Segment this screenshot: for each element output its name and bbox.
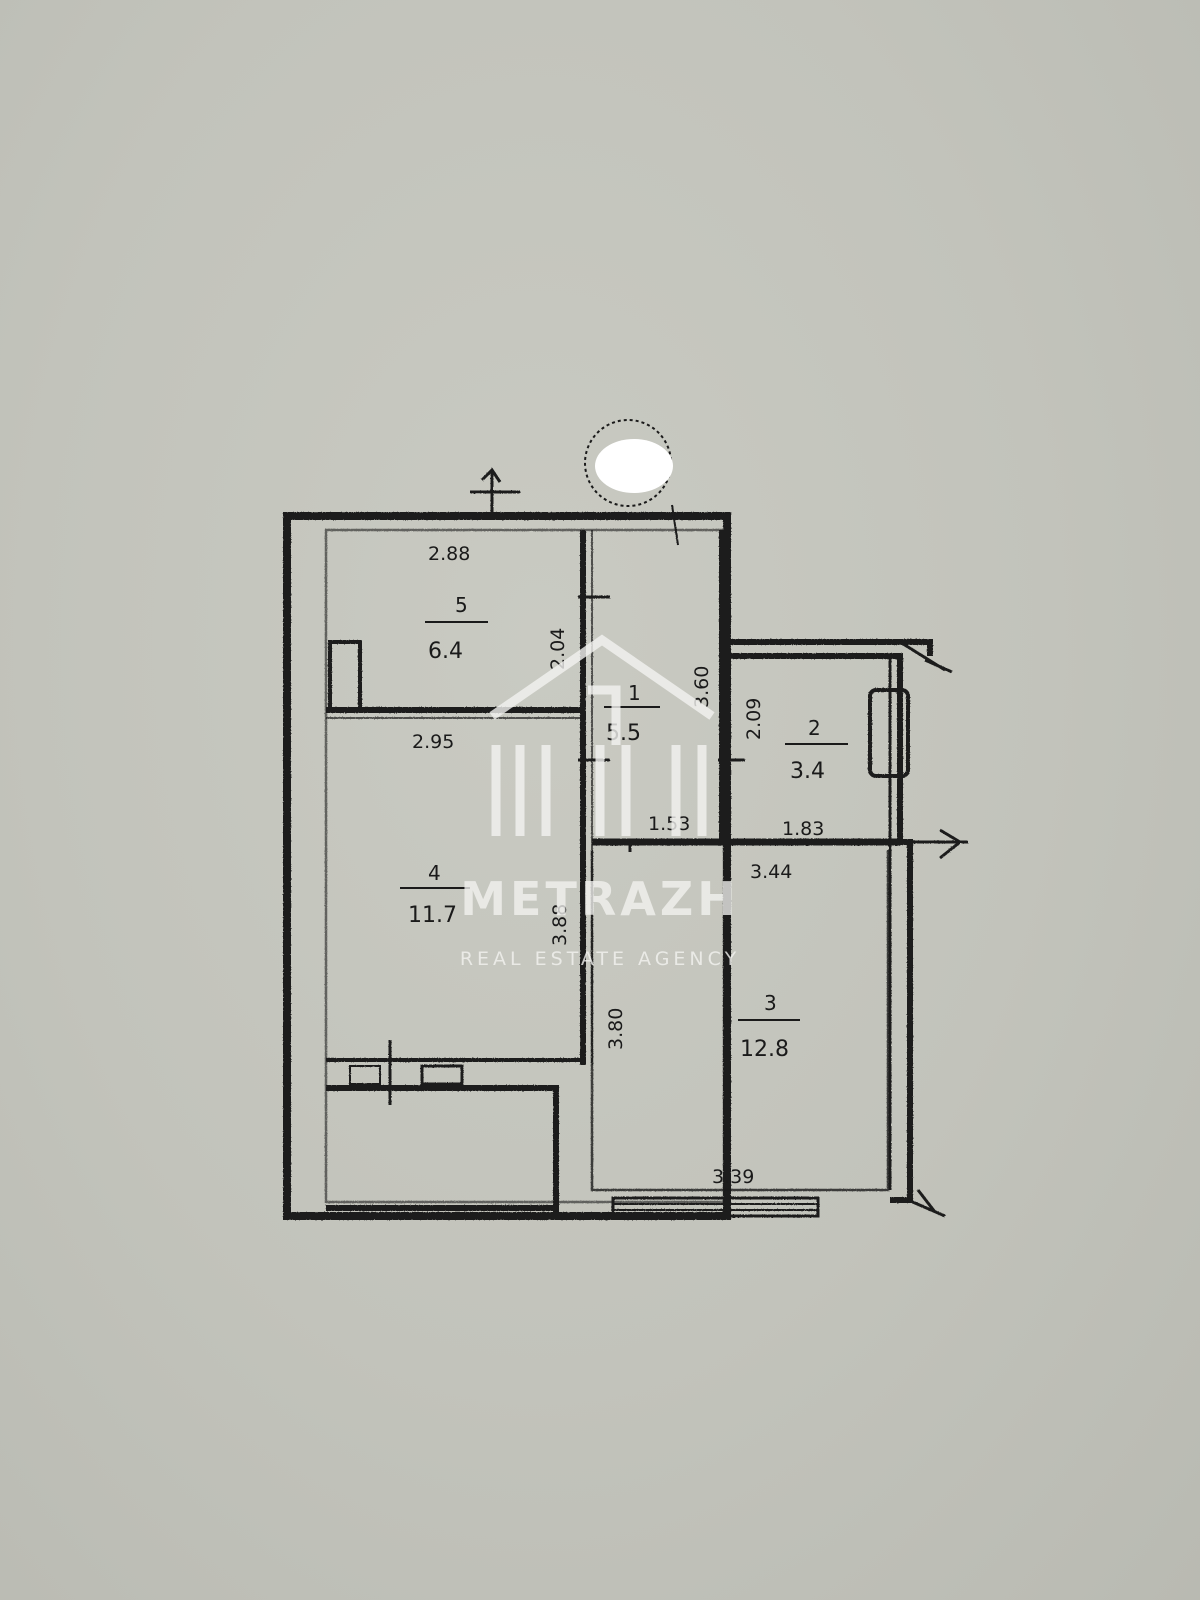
room-1-height: 3.60 (691, 666, 713, 708)
room-2-height: 2.09 (743, 698, 765, 740)
marker-circle (584, 419, 673, 507)
room-1-number: 1 (628, 681, 641, 705)
room-5-number: 5 (455, 593, 468, 617)
room-1-area: 5.5 (606, 721, 641, 746)
watermark: METRAZH REAL ESTATE AGENCY (460, 634, 740, 970)
outer-wall-main (283, 512, 731, 1220)
room-4-number: 4 (428, 861, 441, 885)
room-2-area: 3.4 (790, 759, 825, 784)
room-5-area: 6.4 (428, 639, 463, 664)
inner-wall-main (324, 528, 726, 1204)
room-3-area: 12.8 (740, 1037, 789, 1062)
room-4-width: 2.95 (412, 731, 454, 753)
window-room-4 (420, 1064, 464, 1086)
room-3-inner (590, 850, 890, 1192)
redaction-mark (595, 439, 673, 493)
room-2-number: 2 (808, 716, 821, 740)
watermark-house-logo (489, 634, 715, 836)
room-2-width: 1.83 (782, 818, 824, 840)
partitions (326, 467, 968, 1218)
watermark-tagline: REAL ESTATE AGENCY (460, 948, 740, 970)
room-3-width-top: 3.44 (750, 861, 792, 883)
room-4-area: 11.7 (408, 903, 457, 928)
room-3: 3.44 3.80 3 12.8 3.39 (605, 861, 800, 1188)
room-5: 2.88 5 6.4 2.04 (425, 543, 569, 670)
window-room-3 (611, 1196, 820, 1218)
door-marks (388, 595, 745, 1105)
partition-lower-left (326, 1085, 559, 1212)
outer-wall-right (727, 639, 933, 1203)
room-3-height: 3.80 (605, 1008, 627, 1050)
cabinet-room-5 (328, 640, 362, 712)
room-4: 2.95 4 11.7 3.88 (400, 731, 571, 946)
riser-right-2 (910, 828, 968, 860)
walls (283, 512, 933, 1220)
room-5-height: 2.04 (547, 628, 569, 670)
room-3-number: 3 (764, 991, 777, 1015)
room-5-width: 2.88 (428, 543, 470, 565)
room-3-width-bottom: 3.39 (712, 1166, 754, 1188)
room-2: 2 3.4 2.09 1.83 (743, 698, 848, 840)
watermark-brand: METRAZH (460, 872, 739, 926)
fixture-room-2 (868, 688, 910, 778)
room-4-height: 3.88 (549, 904, 571, 946)
riser-right-3 (907, 1189, 946, 1218)
riser-right-1 (899, 640, 953, 674)
room-1-width: 1.53 (648, 813, 690, 835)
riser-top (470, 467, 520, 516)
